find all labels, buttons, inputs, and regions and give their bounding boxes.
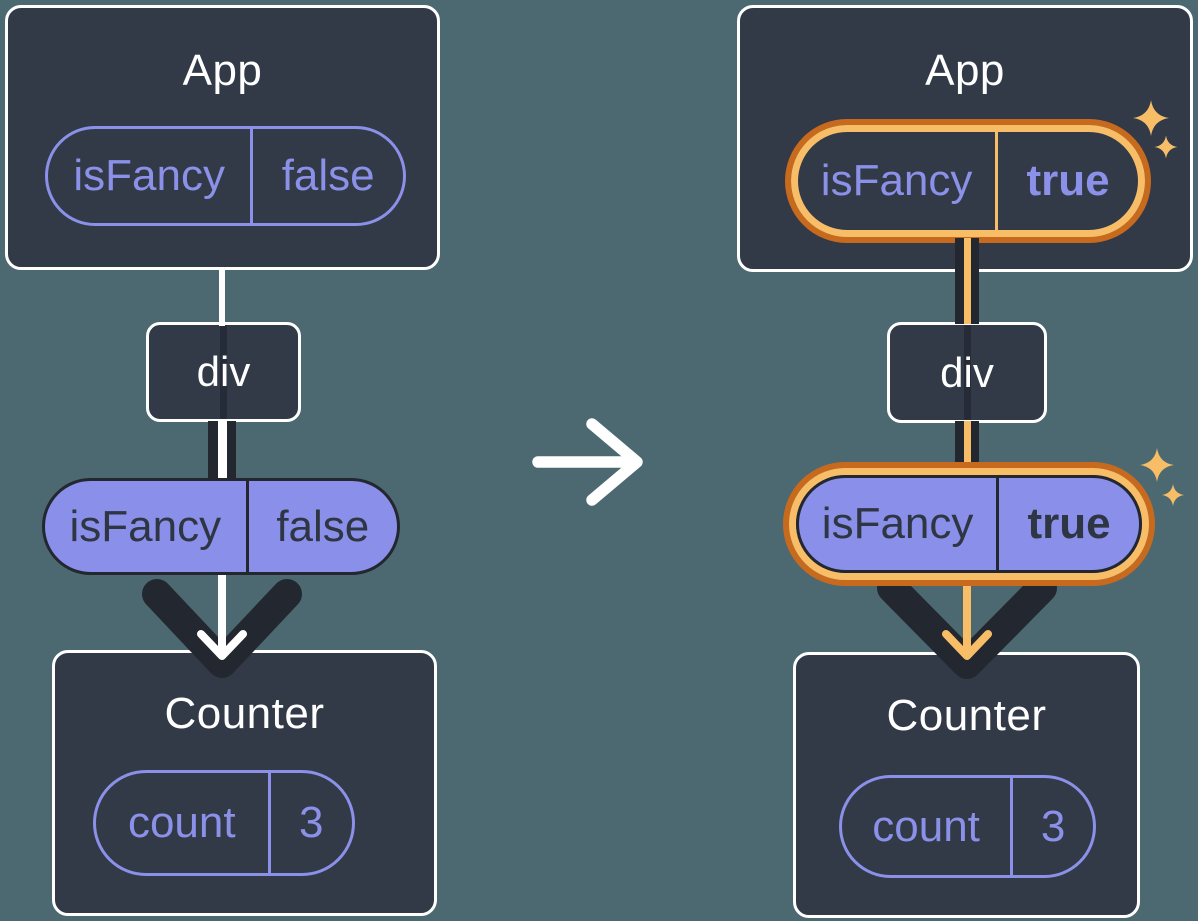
before-app-state-pill: isFancy false: [45, 126, 406, 226]
state-value: false: [281, 151, 375, 200]
pill-divider: [245, 481, 249, 572]
after-counter-state-pill: count 3: [839, 775, 1096, 878]
after-app-component-box: App isFancy true: [737, 5, 1193, 272]
connector-highlight-stripe: [963, 238, 971, 324]
after-div-prop-connector: [955, 421, 979, 468]
chevron-down-arrow-icon: [142, 568, 302, 678]
pill-divider: [996, 478, 1000, 570]
state-value: true: [1026, 156, 1110, 205]
pill-divider: [250, 129, 254, 223]
pill-highlight-ring: isFancy true: [791, 125, 1145, 237]
connector-pass-through-line: [220, 325, 227, 419]
before-div-label: div: [196, 348, 251, 395]
before-counter-component-box: Counter count 3: [52, 650, 437, 916]
after-div-label: div: [940, 348, 994, 396]
pill-divider: [1010, 778, 1014, 875]
arrow-right-icon: [532, 418, 643, 506]
state-name: count: [127, 798, 236, 847]
pill-highlight-ring: isFancy true: [789, 468, 1149, 580]
pill-divider: [995, 132, 999, 230]
pill-divider: [267, 773, 271, 873]
before-app-div-connector: [219, 267, 225, 326]
state-name: isFancy: [73, 151, 225, 200]
after-app-div-connector: [955, 238, 979, 324]
prop-name: isFancy: [69, 501, 222, 551]
sparkles-icon: [1140, 448, 1184, 506]
after-app-title: App: [925, 46, 1005, 95]
connector-highlight-stripe: [963, 421, 971, 468]
sparkles-icon: [1133, 100, 1178, 159]
state-value: 3: [1040, 801, 1066, 851]
prop-value: true: [1027, 499, 1111, 548]
after-app-state-pill: isFancy true: [785, 119, 1151, 243]
before-prop-pill: isFancy false: [42, 478, 400, 575]
before-counter-state-pill: count 3: [93, 770, 355, 876]
connector-pass-through-line: [963, 325, 971, 420]
after-prop-pill: isFancy true: [783, 462, 1155, 586]
before-div-node: div: [146, 322, 301, 422]
prop-name: isFancy: [821, 499, 974, 548]
after-counter-component-box: Counter count 3: [793, 652, 1140, 918]
state-value: 3: [299, 798, 324, 847]
after-div-node: div: [887, 322, 1047, 423]
connector-highlight-stripe: [217, 421, 227, 481]
prop-value: false: [276, 501, 370, 551]
before-app-component-box: App isFancy false: [5, 5, 440, 270]
before-app-title: App: [182, 46, 263, 95]
state-name: count: [872, 801, 980, 851]
before-div-prop-connector: [208, 421, 236, 481]
state-name: isFancy: [820, 156, 973, 205]
chevron-down-arrow-icon: [877, 572, 1057, 679]
prop-pill-core: isFancy true: [796, 475, 1142, 573]
after-counter-title: Counter: [886, 691, 1047, 740]
before-counter-title: Counter: [164, 689, 325, 738]
